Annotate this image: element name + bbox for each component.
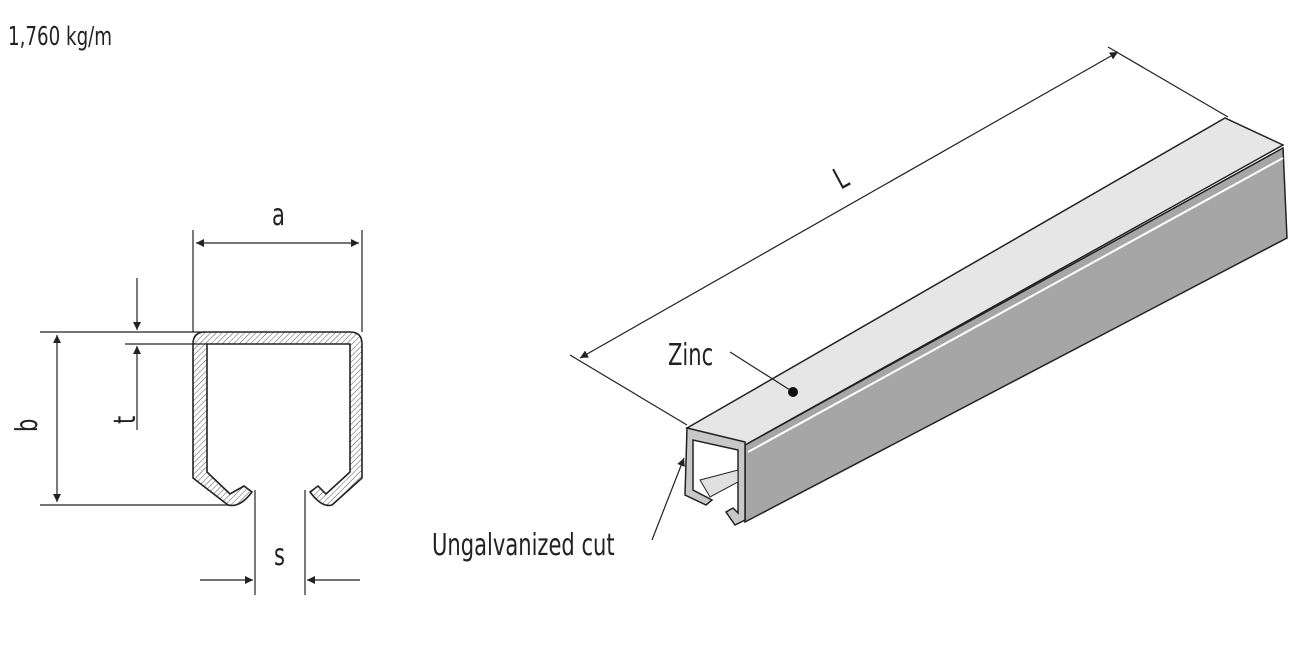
rail-3d-view [684, 117, 1288, 526]
cross-section-profile [192, 331, 363, 507]
zinc-marker-dot [788, 387, 798, 397]
weight-label: 1,760 kg/m [8, 22, 113, 52]
ungalvanized-cut-label: Ungalvanized cut [432, 528, 615, 563]
iso-dimension [569, 46, 1229, 541]
dim-t-label: t [108, 415, 143, 424]
zinc-label: Zinc [668, 338, 714, 373]
dim-b-label: b [10, 418, 45, 432]
dim-a-label: a [272, 198, 285, 233]
dimension-lines [40, 230, 363, 595]
dim-s-label: s [274, 538, 285, 573]
